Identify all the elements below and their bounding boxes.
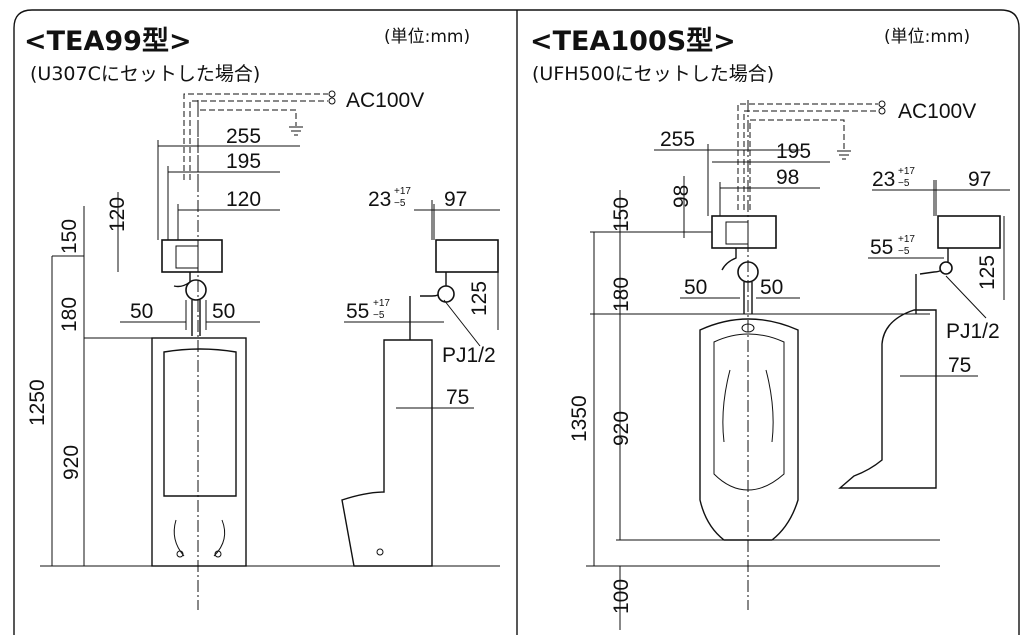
left-dim-75: 75 [446,386,469,409]
right-power-wiring [737,100,886,210]
right-dim-125: 125 [976,255,999,290]
left-front-valve-body [161,239,223,273]
left-dim-120v: 120 [106,197,129,232]
right-dim-100: 100 [610,579,633,614]
right-dim-195: 195 [776,140,811,163]
left-dim-97: 97 [444,188,467,211]
left-dim-50a: 50 [130,300,153,323]
right-dim-50a: 50 [684,276,707,299]
right-subtitle: (UFH500にセットした場合) [532,63,774,85]
left-urinal-front [151,337,247,567]
right-front-valve-body [711,215,777,249]
left-dim-255: 255 [226,125,261,148]
left-panel: <TEA99型> (単位:mm) (U307Cにセットした場合) AC100V … [24,26,500,610]
right-pj-label: PJ1/2 [946,320,1000,343]
left-dim-120h: 120 [226,188,261,211]
left-power-label: AC100V [346,89,424,112]
left-dim-180: 180 [58,297,81,332]
left-dim-195: 195 [226,150,261,173]
right-dim-1350: 1350 [568,395,591,442]
right-dim-23-tol-up: +17 [898,166,915,177]
left-front-valve-knob [185,279,207,301]
right-dim-920: 920 [610,411,633,446]
left-dim-50b: 50 [212,300,235,323]
right-dim-98v: 98 [670,185,693,208]
right-title: <TEA100S型> [530,26,736,57]
right-dim-55: 55 [870,236,893,259]
right-dim-98h: 98 [776,166,799,189]
right-dim-50b: 50 [760,276,783,299]
left-urinal-side [341,296,433,567]
right-dim-97: 97 [968,168,991,191]
right-dim-23-tol-dn: −5 [898,178,910,189]
right-urinal-side [838,274,937,489]
left-dim-23: 23 [368,188,391,211]
right-panel: <TEA100S型> (単位:mm) (UFH500にセットした場合) AC10… [530,26,1010,630]
left-dim-150: 150 [58,219,81,254]
right-unit: (単位:mm) [884,27,970,47]
left-power-wiring [183,90,336,180]
right-dim-255: 255 [660,128,695,151]
left-dim-23-tol-dn: −5 [394,198,406,209]
right-dim-180: 180 [610,277,633,312]
left-side-valve-body [435,239,499,273]
right-side-valve-body [937,215,1001,249]
left-pj-label: PJ1/2 [442,344,496,367]
left-dim-23-tol-up: +17 [394,186,411,197]
right-dim-75: 75 [948,354,971,377]
right-urinal-front [699,318,799,541]
left-dim-125: 125 [468,281,491,316]
right-dim-23: 23 [872,168,895,191]
left-subtitle: (U307Cにセットした場合) [30,63,260,85]
left-title: <TEA99型> [24,26,192,57]
left-dim-920: 920 [60,445,83,480]
left-dim-1250: 1250 [26,379,49,426]
right-dim-55-tol-dn: −5 [898,246,910,257]
right-dim-150: 150 [610,197,633,232]
left-unit: (単位:mm) [384,27,470,47]
left-dim-55-tol-dn: −5 [373,310,385,321]
left-dim-55-tol-up: +17 [373,298,390,309]
right-power-label: AC100V [898,100,976,123]
left-dim-55: 55 [346,300,369,323]
right-dim-55-tol-up: +17 [898,234,915,245]
